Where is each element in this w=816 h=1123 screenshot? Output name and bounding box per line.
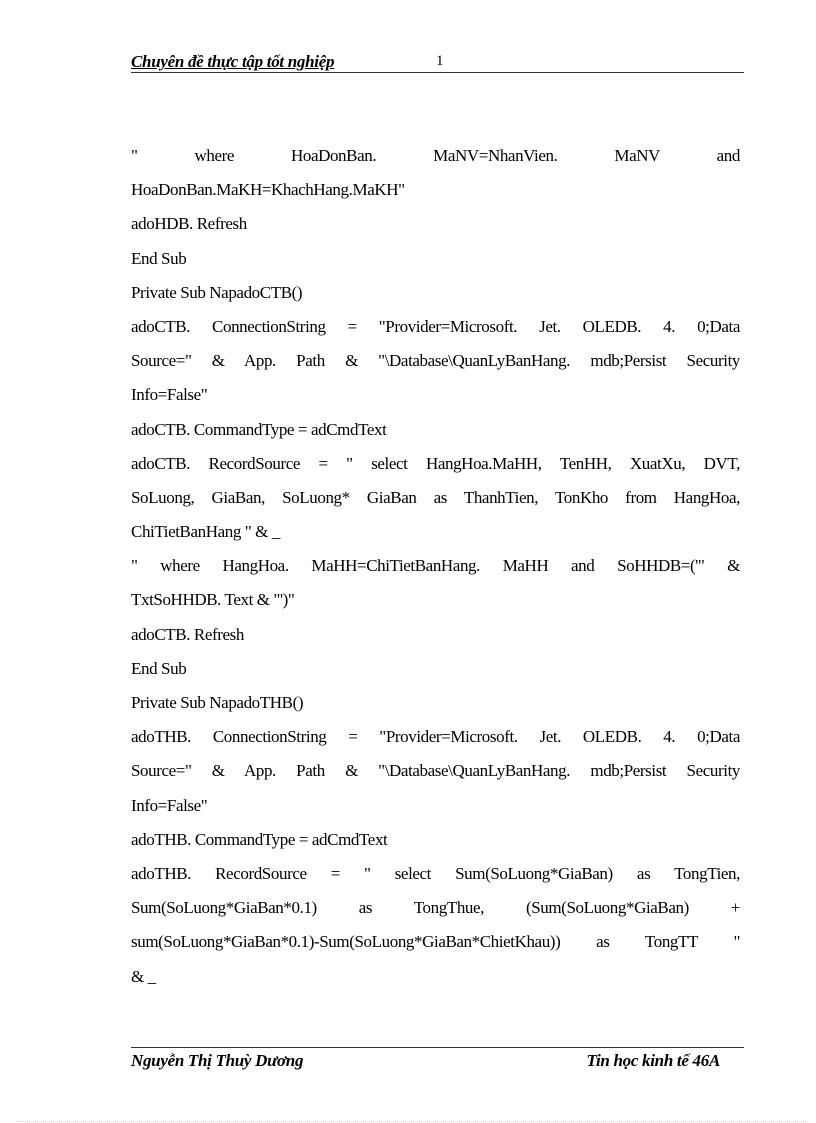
page-footer: Nguyễn Thị Thuỳ Dương Tin học kinh tế 46…	[131, 1047, 744, 1076]
page-header: Chuyên đề thực tập tốt nghiệp 1	[131, 52, 744, 73]
code-line: Info=False"	[131, 795, 208, 815]
code-line: Source=" & App. Path & "\Database\QuanLy…	[131, 761, 740, 781]
code-line: adoTHB. CommandType = adCmdText	[131, 829, 388, 849]
page-edge-divider	[16, 1121, 808, 1122]
code-line: Sum(SoLuong*GiaBan*0.1) as TongThue, (Su…	[131, 898, 740, 918]
code-line: adoCTB. RecordSource = " select HangHoa.…	[131, 453, 740, 473]
code-line: End Sub	[131, 248, 187, 268]
code-line: Source=" & App. Path & "\Database\QuanLy…	[131, 351, 740, 371]
code-line: adoHDB. Refresh	[131, 214, 247, 234]
code-line: adoTHB. RecordSource = " select Sum(SoLu…	[131, 863, 740, 883]
code-line: adoTHB. ConnectionString = "Provider=Mic…	[131, 727, 740, 747]
code-line: " where HangHoa. MaHH=ChiTietBanHang. Ma…	[131, 556, 740, 576]
footer-class: Tin học kinh tế 46A	[586, 1051, 721, 1070]
code-line: HoaDonBan.MaKH=KhachHang.MaKH"	[131, 180, 405, 200]
code-line: Info=False"	[131, 385, 208, 405]
code-line: adoCTB. Refresh	[131, 624, 244, 644]
code-line: " where HoaDonBan. MaNV=NhanVien. MaNV a…	[131, 146, 740, 165]
code-line: ChiTietBanHang " & _	[131, 522, 280, 542]
code-line: Private Sub NapadoTHB()	[131, 693, 304, 712]
code-line: sum(SoLuong*GiaBan*0.1)-Sum(SoLuong*GiaB…	[131, 932, 740, 952]
code-line: TxtSoHHDB. Text & "')"	[131, 590, 295, 610]
code-line: adoCTB. CommandType = adCmdText	[131, 419, 387, 439]
page-number: 1	[436, 53, 444, 69]
code-line: Private Sub NapadoCTB()	[131, 282, 303, 302]
header-title: Chuyên đề thực tập tốt nghiệp	[131, 52, 335, 71]
code-line: & _	[131, 966, 156, 986]
footer-author: Nguyễn Thị Thuỳ Dương	[131, 1051, 304, 1070]
code-listing: " where HoaDonBan. MaNV=NhanVien. MaNV a…	[131, 139, 740, 994]
code-line: End Sub	[131, 658, 187, 678]
code-line: SoLuong, GiaBan, SoLuong* GiaBan as Than…	[131, 487, 740, 507]
code-line: adoCTB. ConnectionString = "Provider=Mic…	[131, 316, 740, 336]
